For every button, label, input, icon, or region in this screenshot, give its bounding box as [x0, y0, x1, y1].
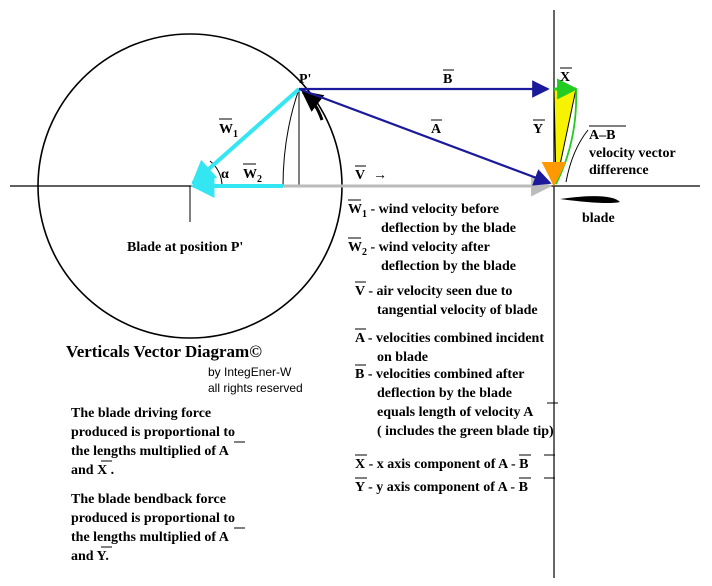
vector-a [298, 87, 552, 186]
legend-item-y: Y - y axis component of A - B [355, 477, 555, 495]
p-prime-tangent-arrow [301, 90, 325, 121]
label-blade-position: Blade at position P' [127, 240, 243, 255]
legend: W1 - wind velocity before deflection by … [348, 199, 558, 495]
label-w1: W1 [219, 122, 238, 140]
svg-text:W2 - wind velocity after: W2 - wind velocity after [348, 240, 490, 258]
diagram-title: Verticals Vector Diagram© [66, 342, 262, 361]
byline: by IntegEner-W [208, 365, 292, 379]
label-blade: blade [582, 211, 615, 226]
label-alpha: α [221, 167, 229, 182]
svg-text:B - velocities combined after: B - velocities combined after [355, 367, 525, 382]
label-p-prime: P' [299, 72, 311, 87]
svg-text:and Y.: and Y. [71, 549, 109, 564]
svg-text:Y - y axis component of A - B: Y - y axis component of A - B [355, 480, 528, 495]
vector-w1 [191, 87, 301, 185]
construction-arc [282, 88, 300, 187]
blade-airfoil-icon [560, 196, 620, 203]
legend-item-w2: W2 - wind velocity after deflection by t… [348, 237, 516, 274]
svg-text:The blade bendback force: The blade bendback force [71, 492, 226, 507]
svg-text:and X .: and X . [71, 463, 114, 478]
svg-text:The blade driving force: The blade driving force [71, 406, 211, 421]
label-y: Y [533, 122, 543, 137]
svg-text:deflection by the blade: deflection by the blade [381, 221, 516, 236]
svg-text:equals length of velocity A: equals length of velocity A [377, 405, 534, 420]
svg-text:deflection by the blade: deflection by the blade [377, 386, 512, 401]
label-a-minus-b: A–B [589, 128, 615, 143]
svg-text:W1 - wind velocity before: W1 - wind velocity before [348, 202, 499, 220]
label-velocity-vector: velocity vector [589, 146, 676, 161]
label-x: X [560, 70, 570, 85]
svg-text:V - air velocity seen due to: V - air velocity seen due to [355, 284, 512, 299]
svg-text:on blade: on blade [377, 350, 428, 365]
label-v: V [355, 168, 365, 183]
legend-item-v: V - air velocity seen due to tangential … [355, 281, 538, 318]
label-w2: W2 [243, 167, 262, 185]
note-driving-force: The blade driving force produced is prop… [71, 406, 245, 478]
label-difference: difference [589, 163, 649, 178]
note-bendback-force: The blade bendback force produced is pro… [71, 492, 245, 564]
svg-text:X - x axis component of A - B: X - x axis component of A - B [355, 457, 528, 472]
legend-item-b: B - velocities combined after deflection… [355, 364, 558, 439]
svg-text:produced is proportional to: produced is proportional to [71, 425, 235, 440]
legend-item-a: A - velocities combined incident on blad… [355, 328, 544, 365]
svg-text:A - velocities combined incide: A - velocities combined incident [355, 331, 544, 346]
svg-text:the lengths multiplied of A: the lengths multiplied of A [71, 444, 230, 459]
svg-text:( includes the green blade tip: ( includes the green blade tip) [377, 424, 554, 439]
label-a: A [431, 122, 442, 137]
label-b: B [443, 72, 452, 87]
legend-item-x: X - x axis component of A - B [355, 454, 555, 472]
rights-line: all rights reserved [208, 381, 303, 395]
svg-text:produced is proportional to: produced is proportional to [71, 511, 235, 526]
svg-text:deflection by the blade: deflection by the blade [381, 259, 516, 274]
svg-text:tangential velocity of blade: tangential velocity of blade [377, 303, 538, 318]
svg-text:the lengths multiplied of A: the lengths multiplied of A [71, 530, 230, 545]
label-v-arrow: → [373, 168, 387, 183]
a-minus-b-pointer [565, 129, 589, 183]
legend-item-w1: W1 - wind velocity before deflection by … [348, 199, 516, 236]
